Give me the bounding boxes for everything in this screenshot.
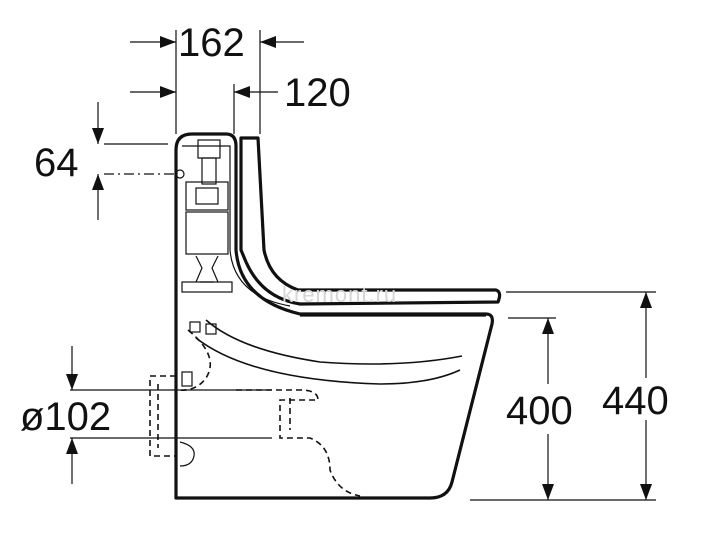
arrow-400-top <box>542 318 554 334</box>
valve-linkage <box>195 255 219 283</box>
arrow-120-left <box>160 86 176 98</box>
arrow-120-right <box>234 86 250 98</box>
arrow-440-top <box>640 292 652 308</box>
bowl-inner-contour <box>205 319 463 365</box>
overflow-tube <box>185 211 229 255</box>
fill-valve-body <box>185 181 229 211</box>
flush-valve-column <box>201 157 217 185</box>
dimension-tank-depth: 162 <box>130 21 304 134</box>
dimension-inlet-height: 64 <box>34 102 176 220</box>
bowl-rim-contour <box>195 337 461 385</box>
water-inlet-fitting <box>175 169 185 179</box>
trap-inlet <box>175 329 211 392</box>
arrow-64-top <box>92 128 104 144</box>
trap-way-dashed <box>236 389 361 497</box>
fill-valve-window <box>195 187 219 205</box>
arrow-440-bottom <box>640 484 652 500</box>
arrow-102-bottom <box>66 438 78 454</box>
arrow-162-right <box>260 36 276 48</box>
arrow-162-left <box>160 36 176 48</box>
dimension-seat-height: 400 <box>470 317 656 501</box>
fixing-bolt-upper <box>189 321 201 333</box>
tank-inner-wall <box>182 145 291 307</box>
dimension-total-height: 440 <box>506 291 669 500</box>
outlet-opening <box>179 441 195 467</box>
dimension-label-120: 120 <box>284 71 351 115</box>
watermark-text: kremont.ru <box>282 282 397 307</box>
arrow-102-top <box>66 374 78 390</box>
flush-mechanism <box>175 139 233 392</box>
arrow-64-bottom <box>92 174 104 190</box>
dimension-seat-offset: 120 <box>130 71 351 134</box>
dimension-label-102: ø102 <box>20 395 111 439</box>
toilet-seat-lid <box>239 136 502 306</box>
valve-seat <box>181 281 233 293</box>
fixing-bolt-lower <box>181 371 193 387</box>
dimension-label-440: 440 <box>602 379 669 423</box>
toilet-outline <box>174 132 494 500</box>
hidden-trap-outlet <box>149 375 361 497</box>
flush-valve-top <box>197 139 221 159</box>
dimension-label-64: 64 <box>34 141 79 185</box>
outlet-pipe-dashed <box>149 375 176 457</box>
arrow-400-bottom <box>542 484 554 500</box>
dimension-outlet-diameter: ø102 <box>20 346 272 484</box>
dimension-label-400: 400 <box>506 389 573 433</box>
toilet-body <box>174 132 502 500</box>
fixing-bolt-right <box>205 323 217 335</box>
dimension-label-162: 162 <box>178 21 245 65</box>
